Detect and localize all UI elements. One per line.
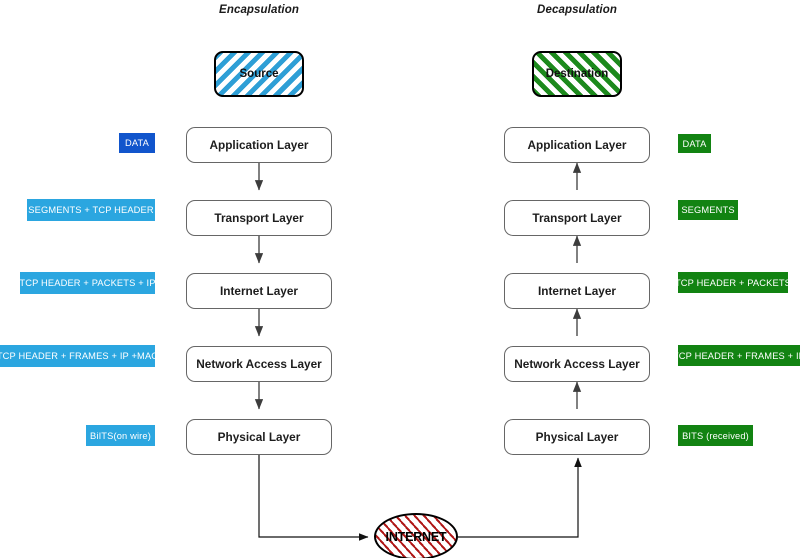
source-label: Source [239, 68, 279, 80]
destination-layer-internet[interactable]: Internet Layer [504, 273, 650, 309]
wire-source-to-internet [258, 455, 369, 541]
source-node[interactable]: Source [214, 51, 304, 97]
destination-node[interactable]: Destination [532, 51, 622, 97]
source-layer-transport[interactable]: Transport Layer [186, 200, 332, 236]
destination-layer-physical[interactable]: Physical Layer [504, 419, 650, 455]
decapsulation-tag-data: DATA [678, 134, 711, 153]
internet-node[interactable]: INTERNET [374, 513, 458, 558]
source-layer-application[interactable]: Application Layer [186, 127, 332, 163]
wire-internet-to-destination [458, 457, 582, 538]
decapsulation-tag-packets: TCP HEADER + PACKETS [675, 272, 791, 293]
encapsulation-tag-bits: BiITS(on wire) [86, 425, 155, 446]
encapsulation-tag-segments: SEGMENTS + TCP HEADER [27, 199, 155, 221]
destination-label: Destination [545, 68, 609, 80]
decapsulation-tag-bits: BITS (received) [678, 425, 753, 446]
source-layer-physical[interactable]: Physical Layer [186, 419, 332, 455]
encapsulation-tag-frames: TCP HEADER + FRAMES + IP +MAC [0, 345, 158, 367]
encapsulation-tag-data: DATA [119, 133, 155, 153]
decapsulation-tag-segments: SEGMENTS [678, 200, 738, 220]
internet-label: INTERNET [385, 529, 447, 544]
source-layer-network-access[interactable]: Network Access Layer [186, 346, 332, 382]
encapsulation-tag-packets: TCP HEADER + PACKETS + IP [19, 272, 155, 294]
decapsulation-tag-frames: TCP HEADER + FRAMES + IP [673, 345, 800, 366]
destination-layer-transport[interactable]: Transport Layer [504, 200, 650, 236]
heading-decapsulation: Decapsulation [537, 4, 617, 16]
source-layer-internet[interactable]: Internet Layer [186, 273, 332, 309]
destination-layer-application[interactable]: Application Layer [504, 127, 650, 163]
destination-layer-network-access[interactable]: Network Access Layer [504, 346, 650, 382]
heading-encapsulation: Encapsulation [219, 4, 299, 16]
